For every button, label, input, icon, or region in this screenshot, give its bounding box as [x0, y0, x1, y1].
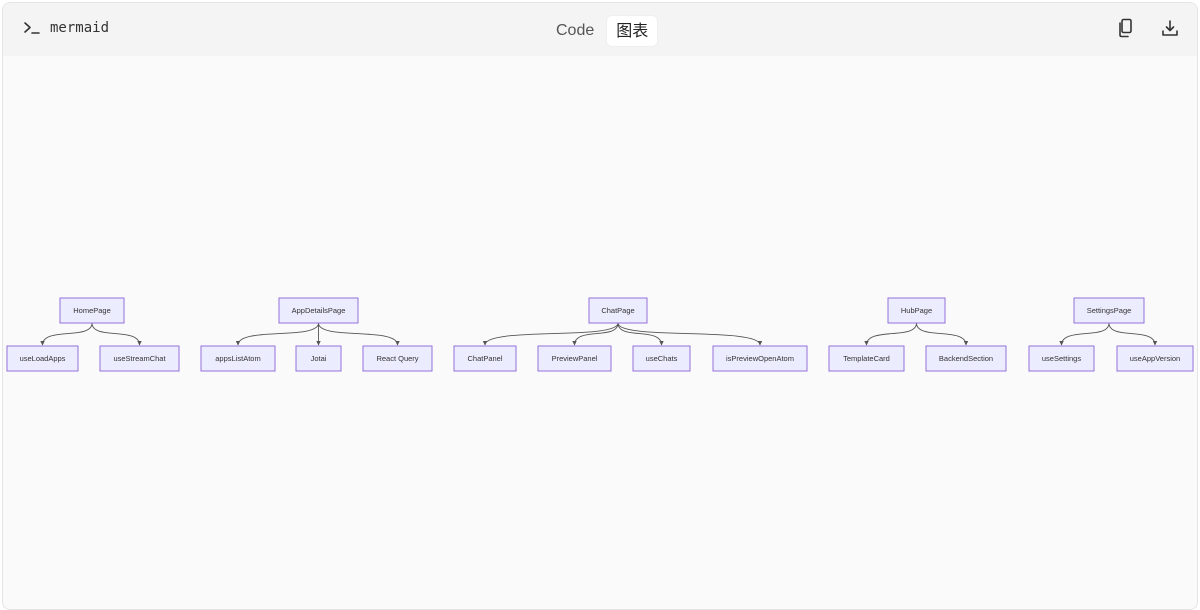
- node-label: PreviewPanel: [552, 354, 598, 363]
- node-backend-section[interactable]: BackendSection: [925, 345, 1007, 372]
- header-actions: [1115, 18, 1181, 42]
- diagram-nodes: HomePage useLoadApps useStreamChat AppDetai…: [6, 297, 1194, 372]
- node-use-app-version[interactable]: useAppVersion: [1116, 345, 1194, 372]
- edge-home-page-to-use-stream-chat: [91, 322, 142, 346]
- edge-chat-page-to-preview-panel: [572, 322, 619, 346]
- tab-code[interactable]: Code: [556, 22, 595, 39]
- copy-button[interactable]: [1115, 18, 1137, 42]
- edge-chat-page-to-is-preview-open-atom: [617, 322, 763, 346]
- node-settings-page[interactable]: SettingsPage: [1073, 297, 1145, 324]
- node-label: ChatPanel: [467, 354, 502, 363]
- diagram-canvas: HomePage useLoadApps useStreamChat AppDetai…: [3, 56, 1197, 609]
- diagram-edges: [40, 322, 1158, 346]
- node-label: ChatPage: [601, 306, 634, 315]
- tab-diagram[interactable]: 图表: [607, 16, 658, 46]
- edge-hub-page-to-template-card: [864, 322, 917, 346]
- node-label: appsListAtom: [215, 354, 260, 363]
- node-app-details-page[interactable]: AppDetailsPage: [278, 297, 359, 324]
- node-use-stream-chat[interactable]: useStreamChat: [99, 345, 180, 372]
- node-chat-panel[interactable]: ChatPanel: [453, 345, 517, 372]
- node-use-load-apps[interactable]: useLoadApps: [6, 345, 79, 372]
- edge-settings-page-to-use-app-version: [1108, 322, 1158, 346]
- download-button[interactable]: [1159, 19, 1181, 41]
- node-label: useLoadApps: [20, 354, 66, 363]
- node-label: TemplateCard: [843, 354, 890, 363]
- node-label: useAppVersion: [1130, 354, 1180, 363]
- node-label: useChats: [646, 354, 678, 363]
- node-preview-panel[interactable]: PreviewPanel: [537, 345, 612, 372]
- edge-settings-page-to-use-settings: [1059, 322, 1110, 346]
- edge-app-details-page-to-apps-list-atom: [235, 322, 319, 346]
- node-label: HomePage: [73, 306, 111, 315]
- node-label: AppDetailsPage: [292, 306, 346, 315]
- node-use-settings[interactable]: useSettings: [1028, 345, 1095, 372]
- node-home-page[interactable]: HomePage: [59, 297, 125, 324]
- node-template-card[interactable]: TemplateCard: [828, 345, 905, 372]
- edge-chat-page-to-chat-panel: [482, 322, 619, 346]
- node-label: isPreviewOpenAtom: [726, 354, 794, 363]
- edge-chat-page-to-use-chats: [617, 322, 664, 346]
- node-hub-page[interactable]: HubPage: [887, 297, 946, 324]
- copy-icon: [1117, 18, 1135, 42]
- view-tabs: Code 图表: [547, 16, 658, 46]
- node-react-query[interactable]: React Query: [362, 345, 433, 372]
- edge-home-page-to-use-load-apps: [40, 322, 93, 346]
- terminal-prompt-icon: [22, 20, 42, 36]
- node-label: Jotai: [311, 354, 327, 363]
- code-block-header: mermaid Code 图表: [3, 3, 1197, 56]
- node-label: SettingsPage: [1087, 306, 1132, 315]
- edge-hub-page-to-backend-section: [916, 322, 969, 346]
- node-label: useSettings: [1042, 354, 1081, 363]
- node-chat-page[interactable]: ChatPage: [588, 297, 648, 324]
- node-is-preview-open-atom[interactable]: isPreviewOpenAtom: [712, 345, 808, 372]
- language-label: mermaid: [50, 20, 110, 36]
- node-jotai[interactable]: Jotai: [295, 345, 342, 372]
- node-label: HubPage: [901, 306, 932, 315]
- node-label: React Query: [376, 354, 418, 363]
- download-icon: [1161, 19, 1179, 41]
- mermaid-diagram: HomePage useLoadApps useStreamChat AppDetai…: [6, 297, 1194, 372]
- edge-app-details-page-to-react-query: [318, 322, 400, 346]
- node-label: useStreamChat: [113, 354, 166, 363]
- node-label: BackendSection: [939, 354, 993, 363]
- node-use-chats[interactable]: useChats: [632, 345, 691, 372]
- language-indicator: mermaid: [22, 20, 109, 36]
- node-apps-list-atom[interactable]: appsListAtom: [200, 345, 276, 372]
